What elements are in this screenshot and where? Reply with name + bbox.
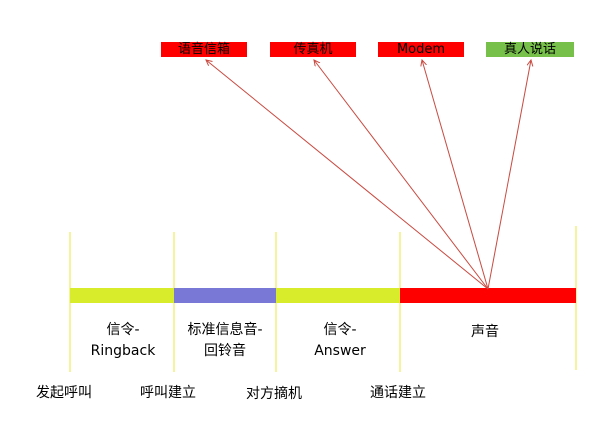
arrow-to-fax (314, 60, 489, 290)
arrow-to-voicemail (206, 60, 489, 290)
target-label-voicemail: 语音信箱 (177, 42, 230, 57)
target-label-modem: Modem (396, 42, 446, 57)
event-label-talk-established: 通话建立 (370, 385, 426, 401)
event-label-initiate-call: 发起呼叫 (36, 385, 92, 401)
target-label-fax: 传真机 (293, 42, 333, 57)
segment-bar-answer (276, 288, 400, 303)
segment-bar-ringtone (174, 288, 276, 303)
target-box-modem (378, 42, 464, 57)
arrow-to-modem (422, 60, 489, 290)
segment-label-answer: 信令- Answer (314, 322, 366, 359)
segment-label-ringtone: 标准信息音- 回铃音 (187, 322, 263, 359)
target-box-voicemail (161, 42, 247, 57)
arrow-to-human (487, 60, 531, 290)
segment-bar-voice (400, 288, 576, 303)
segment-label-ringback: 信令- Ringback (90, 322, 156, 359)
segment-bar-ringback (70, 288, 174, 303)
event-label-offhook: 对方摘机 (246, 386, 302, 402)
segment-label-voice: 声音 (471, 324, 499, 340)
target-box-fax (270, 42, 356, 57)
event-label-call-established: 呼叫建立 (140, 385, 196, 401)
target-label-human: 真人说话 (503, 42, 556, 57)
target-box-human (486, 42, 574, 57)
